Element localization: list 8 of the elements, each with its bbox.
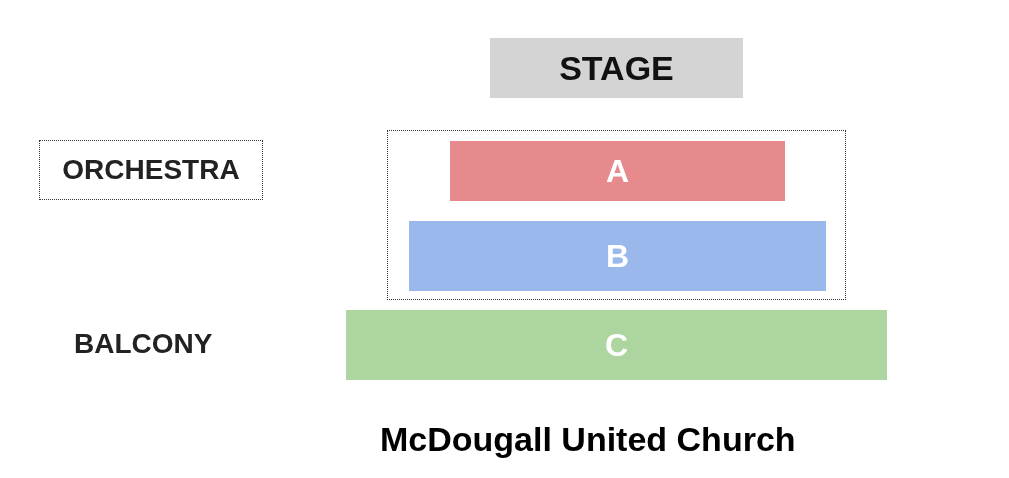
venue-caption: McDougall United Church [380,420,796,459]
section-outline [387,130,846,300]
seating-section: A [450,141,785,201]
stage-area: STAGE [490,38,743,98]
section-heading: BALCONY [74,328,213,360]
seating-section: C [346,310,887,380]
seating-section: B [409,221,826,291]
section-heading: ORCHESTRA [39,140,263,200]
